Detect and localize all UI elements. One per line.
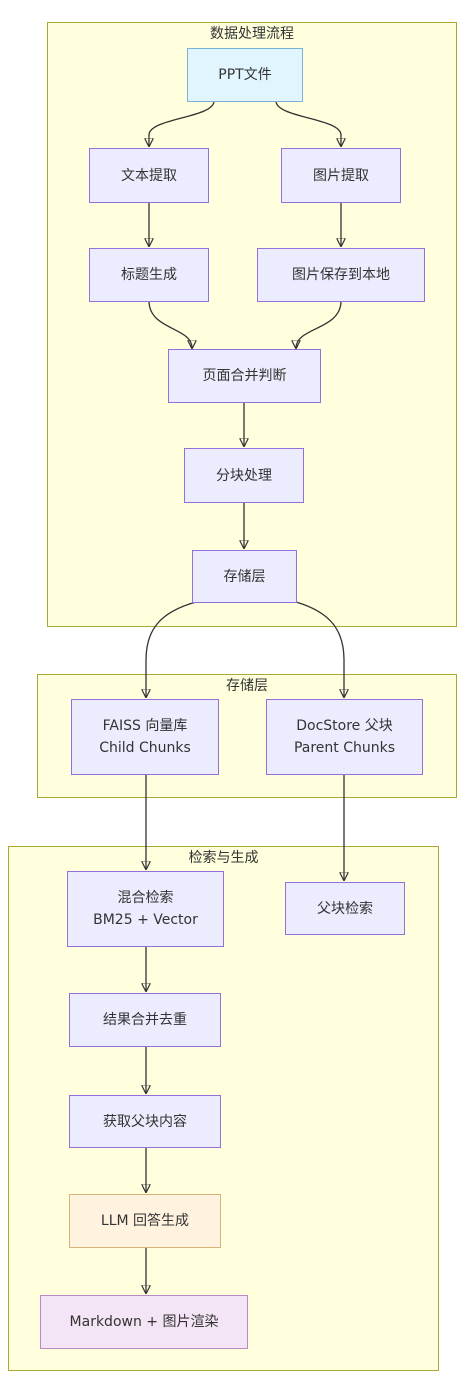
node-page-merge: 页面合并判断 xyxy=(168,349,321,403)
node-dedupe: 结果合并去重 xyxy=(69,993,221,1047)
node-text-extract: 文本提取 xyxy=(89,148,209,203)
node-chunking: 分块处理 xyxy=(184,448,304,503)
node-docstore-line1: DocStore 父块 xyxy=(296,718,393,734)
edge-ppt-to-image-extract xyxy=(275,100,341,146)
node-parent-retrieval-label: 父块检索 xyxy=(317,900,373,917)
node-dedupe-label: 结果合并去重 xyxy=(103,1012,187,1028)
node-storage-layer: 存储层 xyxy=(192,550,297,603)
node-image-extract: 图片提取 xyxy=(281,148,401,203)
node-parent-retrieval: 父块检索 xyxy=(285,882,405,935)
edge-title-gen-to-page-merge xyxy=(148,300,192,348)
node-markdown-render: Markdown + 图片渲染 xyxy=(40,1295,248,1349)
node-llm-answer-label: LLM 回答生成 xyxy=(100,1213,190,1229)
node-ppt-file: PPT文件 xyxy=(187,48,303,102)
node-hybrid-retrieval: 混合检索 BM25 + Vector xyxy=(67,871,224,947)
node-docstore-line2: Parent Chunks xyxy=(293,740,396,756)
edge-storage-to-docstore xyxy=(295,601,344,697)
node-page-merge-label: 页面合并判断 xyxy=(202,368,287,384)
node-image-save: 图片保存到本地 xyxy=(257,248,425,302)
edge-ppt-to-text-extract xyxy=(149,100,215,146)
node-chunking-label: 分块处理 xyxy=(216,467,272,484)
node-storage-layer-label: 存储层 xyxy=(223,568,266,585)
node-image-extract-label: 图片提取 xyxy=(313,167,369,184)
node-faiss-store: FAISS 向量库 Child Chunks xyxy=(71,699,219,775)
cluster-title-retrieval-generation: 检索与生成 xyxy=(188,850,259,866)
edge-image-save-to-page-merge xyxy=(296,300,342,348)
node-faiss-store-line1: FAISS 向量库 xyxy=(102,718,188,734)
cluster-title-storage-layer: 存储层 xyxy=(226,678,268,694)
node-markdown-render-label: Markdown + 图片渲染 xyxy=(69,1314,219,1330)
node-image-save-label: 图片保存到本地 xyxy=(292,267,390,283)
node-llm-answer: LLM 回答生成 xyxy=(69,1194,221,1248)
node-text-extract-label: 文本提取 xyxy=(121,167,177,184)
node-hybrid-retrieval-line2: BM25 + Vector xyxy=(93,912,198,928)
node-docstore: DocStore 父块 Parent Chunks xyxy=(266,699,423,775)
edge-storage-to-faiss xyxy=(146,601,197,697)
cluster-data-processing: 数据处理流程 xyxy=(47,22,457,627)
node-title-gen-label: 标题生成 xyxy=(121,267,177,283)
cluster-title-data-processing: 数据处理流程 xyxy=(210,26,294,42)
node-get-parent-content-label: 获取父块内容 xyxy=(103,1113,187,1130)
node-get-parent-content: 获取父块内容 xyxy=(69,1095,221,1148)
node-faiss-store-line2: Child Chunks xyxy=(99,740,191,756)
node-title-gen: 标题生成 xyxy=(89,248,209,302)
node-hybrid-retrieval-line1: 混合检索 xyxy=(117,890,174,906)
node-ppt-file-label: PPT文件 xyxy=(218,67,272,83)
